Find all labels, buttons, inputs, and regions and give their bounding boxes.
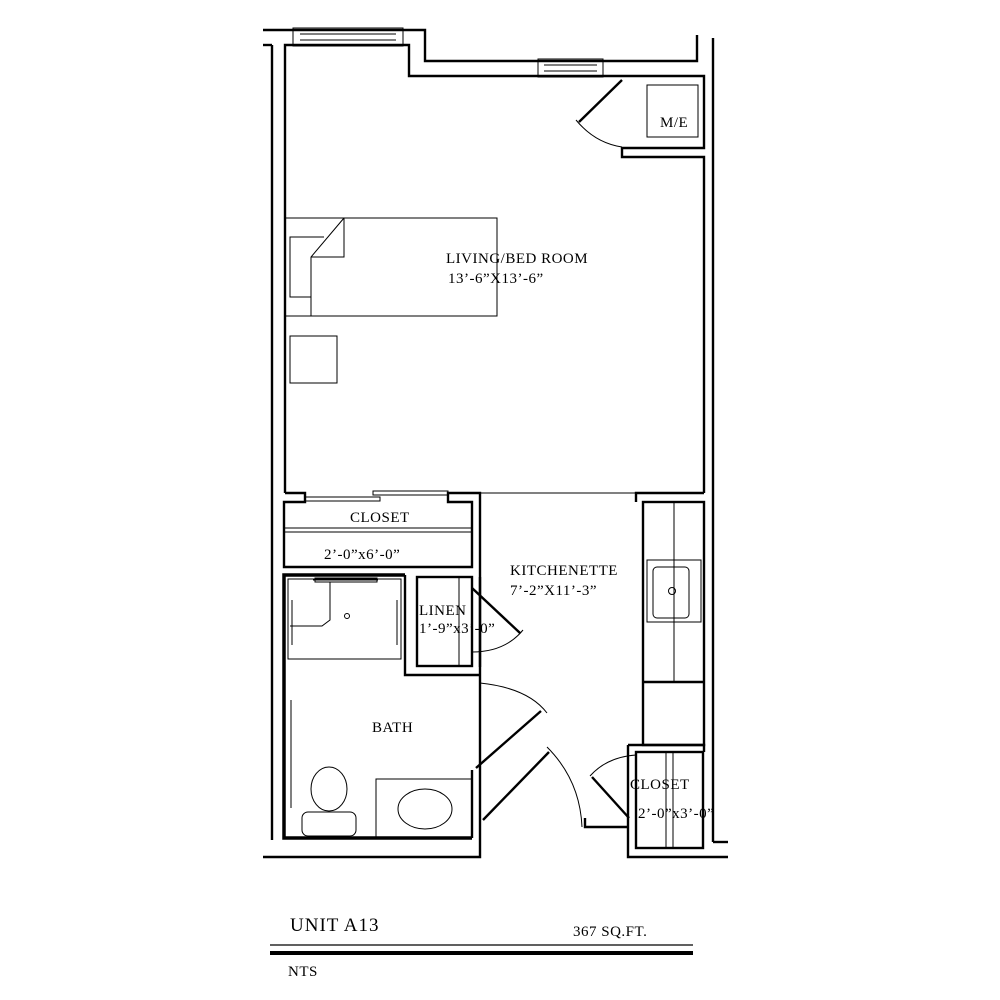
linen-closet — [415, 575, 524, 668]
entry-closet-label: CLOSET — [630, 777, 690, 793]
kitchenette-size: 7’-2”X11’-3” — [510, 583, 597, 599]
toilet — [301, 766, 357, 837]
unit-name: UNIT A13 — [290, 915, 379, 936]
linen-label: LINEN — [419, 603, 467, 619]
window-top — [537, 58, 604, 78]
entry-door — [482, 746, 583, 828]
vanity-sink — [375, 778, 473, 838]
kitchenette-label: KITCHENETTE — [510, 563, 618, 579]
scale-note: NTS — [288, 964, 318, 980]
nightstand — [289, 335, 338, 384]
bath-label: BATH — [372, 720, 413, 736]
living-room-label: LIVING/BED ROOM — [446, 251, 588, 267]
walls — [263, 28, 728, 859]
closet-size: 2’-0”x6’-0” — [324, 547, 400, 563]
bath-door — [475, 682, 548, 769]
closet-label: CLOSET — [350, 510, 410, 526]
shower — [287, 577, 402, 660]
kitchen-counter — [641, 500, 706, 747]
entry-closet — [589, 743, 706, 850]
bed — [284, 217, 498, 317]
window-top-left — [292, 27, 404, 47]
me-door — [575, 79, 623, 148]
square-footage: 367 SQ.FT. — [573, 924, 647, 940]
mechanical-unit — [646, 84, 699, 138]
me-label: M/E — [660, 115, 688, 131]
closet-sliding-doors — [284, 490, 472, 533]
entry-closet-size: 2’-0”x3’-0” — [638, 806, 714, 822]
linen-size: 1’-9”x3’-0” — [419, 621, 495, 637]
living-room-size: 13’-6”X13’-6” — [448, 271, 544, 287]
